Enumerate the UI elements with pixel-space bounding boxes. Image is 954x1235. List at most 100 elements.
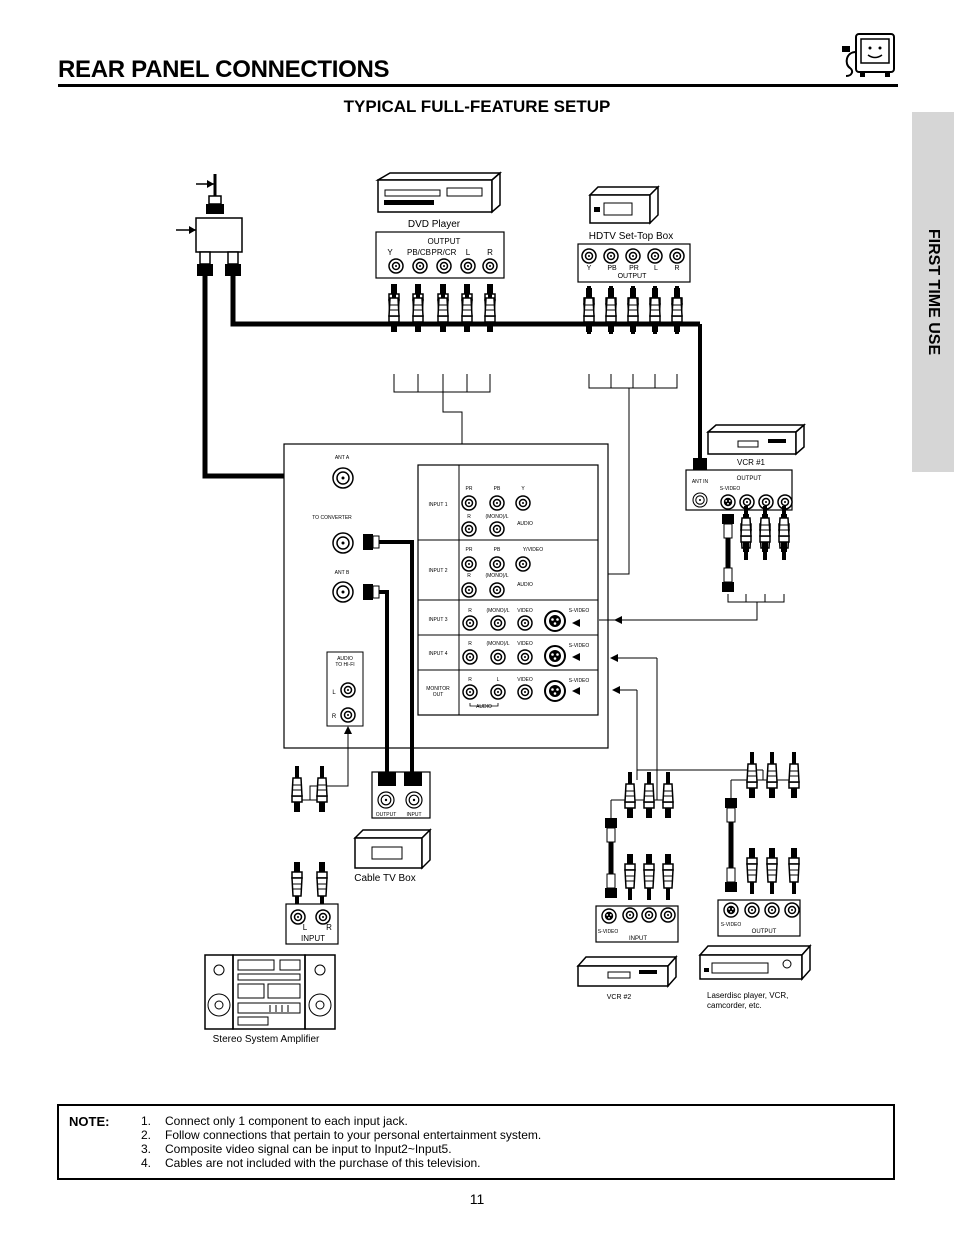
list-item: 2. Follow connections that pertain to you… <box>141 1128 541 1142</box>
ant-a-label: ANT A <box>335 455 350 461</box>
jack-icon <box>625 248 641 264</box>
input-2-bottom-label: AUDIO <box>517 582 533 588</box>
hdtv-label: HDTV Set-Top Box <box>589 231 673 242</box>
input-2-bottom-label: R <box>467 573 471 579</box>
list-item: 4. Cables are not included with the purch… <box>141 1156 541 1170</box>
vcr-2-svideo-label: S-VIDEO <box>598 929 619 935</box>
input-1-top-label: PB <box>494 486 501 492</box>
cable-box-label: Cable TV Box <box>354 873 416 884</box>
input-3-row-label: (MONO)/L <box>486 608 509 614</box>
page-subtitle: TYPICAL FULL-FEATURE SETUP <box>343 97 611 116</box>
vcr-1-ant-in-label: ANT IN <box>692 479 709 485</box>
hdtv-jack-label: PB <box>607 265 617 272</box>
jack-icon <box>660 907 676 923</box>
hdtv-output-label: OUTPUT <box>618 273 648 280</box>
jack-icon <box>412 258 428 274</box>
dvd-jack-label: L <box>466 248 471 257</box>
note-number: 2. <box>141 1128 152 1142</box>
list-item: 3.Composite video signal can be input to… <box>141 1142 541 1156</box>
input-3-row-label: R <box>468 608 472 614</box>
input-1-label: INPUT 1 <box>428 502 447 508</box>
note-number: 4. <box>141 1156 152 1170</box>
page-title: REAR PANEL CONNECTIONS <box>58 56 390 83</box>
vcr-1-output-label: OUTPUT <box>737 476 762 482</box>
svideo-jack-icon <box>720 494 736 510</box>
jack-icon <box>340 707 356 723</box>
jack-icon <box>340 682 356 698</box>
vcr-1-label: VCR #1 <box>737 458 766 467</box>
jack-icon <box>482 258 498 274</box>
ant-a-jack-icon <box>332 467 354 489</box>
laser-label: Laserdisc player, VCR,camcorder, etc. <box>707 991 788 1010</box>
input-1-top-label: PR <box>466 486 473 492</box>
dvd-jack-label: PR/CR <box>432 248 457 257</box>
laserdisc-player <box>698 944 812 981</box>
jack-icon <box>764 902 780 918</box>
hdtv-jack-label: PR <box>629 265 639 272</box>
to-converter-jack-icon <box>332 532 354 554</box>
stereo-l-label: L <box>303 923 308 932</box>
jack-icon <box>641 907 657 923</box>
hdtv-jack-label: Y <box>587 265 592 272</box>
monitor-out-row-label: S-VIDEO <box>569 678 590 684</box>
input-1-bottom-label: (MONO)/L <box>485 514 508 520</box>
input-1-bottom-label: R <box>467 514 471 520</box>
jack-icon <box>603 248 619 264</box>
jack-icon <box>669 248 685 264</box>
svideo-jack-icon <box>601 908 617 924</box>
input-3-row-label: VIDEO <box>517 608 533 614</box>
svideo-jack-icon <box>723 902 739 918</box>
title-rule <box>58 84 898 87</box>
hdtv-jack-label: R <box>674 265 679 272</box>
connection-diagram: DVD Player OUTPUT Y PB/CB PR/CR L R HDTV… <box>176 171 812 1045</box>
note-text: Follow connections that pertain to your … <box>165 1128 542 1142</box>
ant-b-jack-icon <box>332 581 354 603</box>
input-4-row-label: VIDEO <box>517 641 533 647</box>
jack-icon <box>436 258 452 274</box>
dvd-output-label: OUTPUT <box>428 237 461 246</box>
monitor-out-row-label: VIDEO <box>517 677 533 683</box>
stereo-input-label: INPUT <box>301 934 325 943</box>
vcr-1-svideo-label: S-VIDEO <box>720 486 741 492</box>
jack-icon <box>784 902 800 918</box>
note-text: Composite video signal can be input to I… <box>165 1142 452 1156</box>
jack-icon <box>622 907 638 923</box>
dvd-player-label: DVD Player <box>408 219 461 230</box>
stereo-label: Stereo System Amplifier <box>213 1034 320 1045</box>
page-number: 11 <box>469 1191 485 1207</box>
jack-icon <box>647 248 663 264</box>
input-4-row-label: (MONO)/L <box>486 641 509 647</box>
dvd-jack-label: R <box>487 248 493 257</box>
cable-input-jack-icon <box>405 791 423 809</box>
laser-cables <box>725 750 801 896</box>
note-number: 1. <box>141 1114 152 1128</box>
input-3-label: INPUT 3 <box>428 617 447 623</box>
jack-icon <box>290 909 306 925</box>
ant-b-label: ANT B <box>335 570 350 576</box>
hifi-r-label: R <box>332 714 337 720</box>
dvd-cables <box>387 282 497 488</box>
note-text: Cables are not included with the purchas… <box>165 1156 481 1170</box>
laser-output-label: OUTPUT <box>752 929 777 935</box>
cable-output-jack-icon <box>377 791 395 809</box>
input-1-top-label: Y <box>521 486 525 492</box>
monitor-out-row-label: L <box>497 677 500 683</box>
antenna-splitter <box>176 174 243 276</box>
input-3-row-label: S-VIDEO <box>569 608 590 614</box>
tv-icon <box>842 33 895 77</box>
hdtv-jack-label: L <box>654 265 658 272</box>
vcr-1-cables <box>614 504 791 624</box>
jack-icon <box>315 909 331 925</box>
input-4-row-label: R <box>468 641 472 647</box>
jack-icon <box>581 248 597 264</box>
monitor-out-audio-label: AUDIO <box>476 704 492 710</box>
note-label: NOTE: <box>69 1114 110 1129</box>
input-1-bottom-label: AUDIO <box>517 521 533 527</box>
stereo-system <box>204 954 336 1030</box>
input-4-label: INPUT 4 <box>428 651 447 657</box>
cable-tv-box <box>353 828 432 870</box>
input-2-bottom-label: (MONO)/L <box>485 573 508 579</box>
cable-output-label: OUTPUT <box>376 812 397 818</box>
